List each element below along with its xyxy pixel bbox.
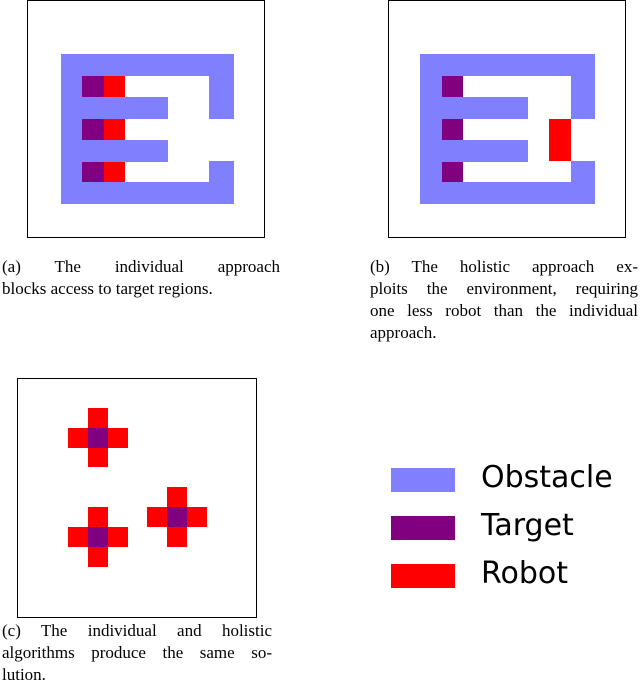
legend-label: Target (481, 508, 574, 543)
caption-line: lution. (2, 665, 46, 684)
caption-a: (a) The individual approach blocks acces… (2, 256, 280, 300)
panel-b-grid (420, 54, 595, 204)
legend-swatch-target (391, 516, 455, 540)
legend-item-target: Target (388, 508, 628, 544)
caption-line: (b) The holistic approach ex- (370, 257, 638, 276)
panel-c-grid (68, 408, 207, 567)
robot-cell (104, 119, 125, 140)
panel-a-grid (61, 54, 234, 204)
target-cell (167, 507, 187, 527)
caption-c: (c) The individual and holistic algorith… (2, 620, 272, 686)
target-cell (442, 119, 463, 140)
target-cell (82, 119, 104, 140)
panel-b-figure (388, 0, 626, 238)
caption-line: (a) The individual approach (2, 257, 280, 276)
obstacle-e-shape (420, 54, 595, 204)
caption-line: blocks access to target regions. (2, 279, 213, 298)
target-cell (82, 162, 104, 182)
caption-line: (c) The individual and holistic (2, 621, 272, 640)
legend-item-robot: Robot (388, 556, 628, 592)
target-cell (88, 527, 108, 547)
legend-label: Robot (481, 556, 569, 591)
legend-swatch-obstacle (391, 468, 455, 492)
robot-cell (104, 162, 125, 182)
legend-label: Obstacle (481, 460, 613, 495)
caption-b: (b) The holistic approach ex- ploits the… (370, 256, 638, 344)
robot-cell (549, 119, 571, 161)
legend-swatch-robot (391, 564, 455, 588)
obstacle-e-shape (61, 54, 234, 204)
target-cell (82, 76, 104, 97)
panel-a-figure (27, 0, 265, 238)
target-cell (442, 76, 463, 97)
caption-line: approach. (370, 323, 437, 342)
caption-line: one less robot than the individual (370, 301, 638, 320)
panel-c-figure (17, 378, 257, 618)
robot-cell (104, 76, 125, 97)
target-cell (442, 162, 463, 182)
legend: Obstacle Target Robot (388, 460, 628, 598)
caption-line: algorithms produce the same so- (2, 643, 272, 662)
target-cell (88, 428, 108, 448)
legend-item-obstacle: Obstacle (388, 460, 628, 496)
caption-line: ploits the environment, requiring (370, 279, 638, 298)
